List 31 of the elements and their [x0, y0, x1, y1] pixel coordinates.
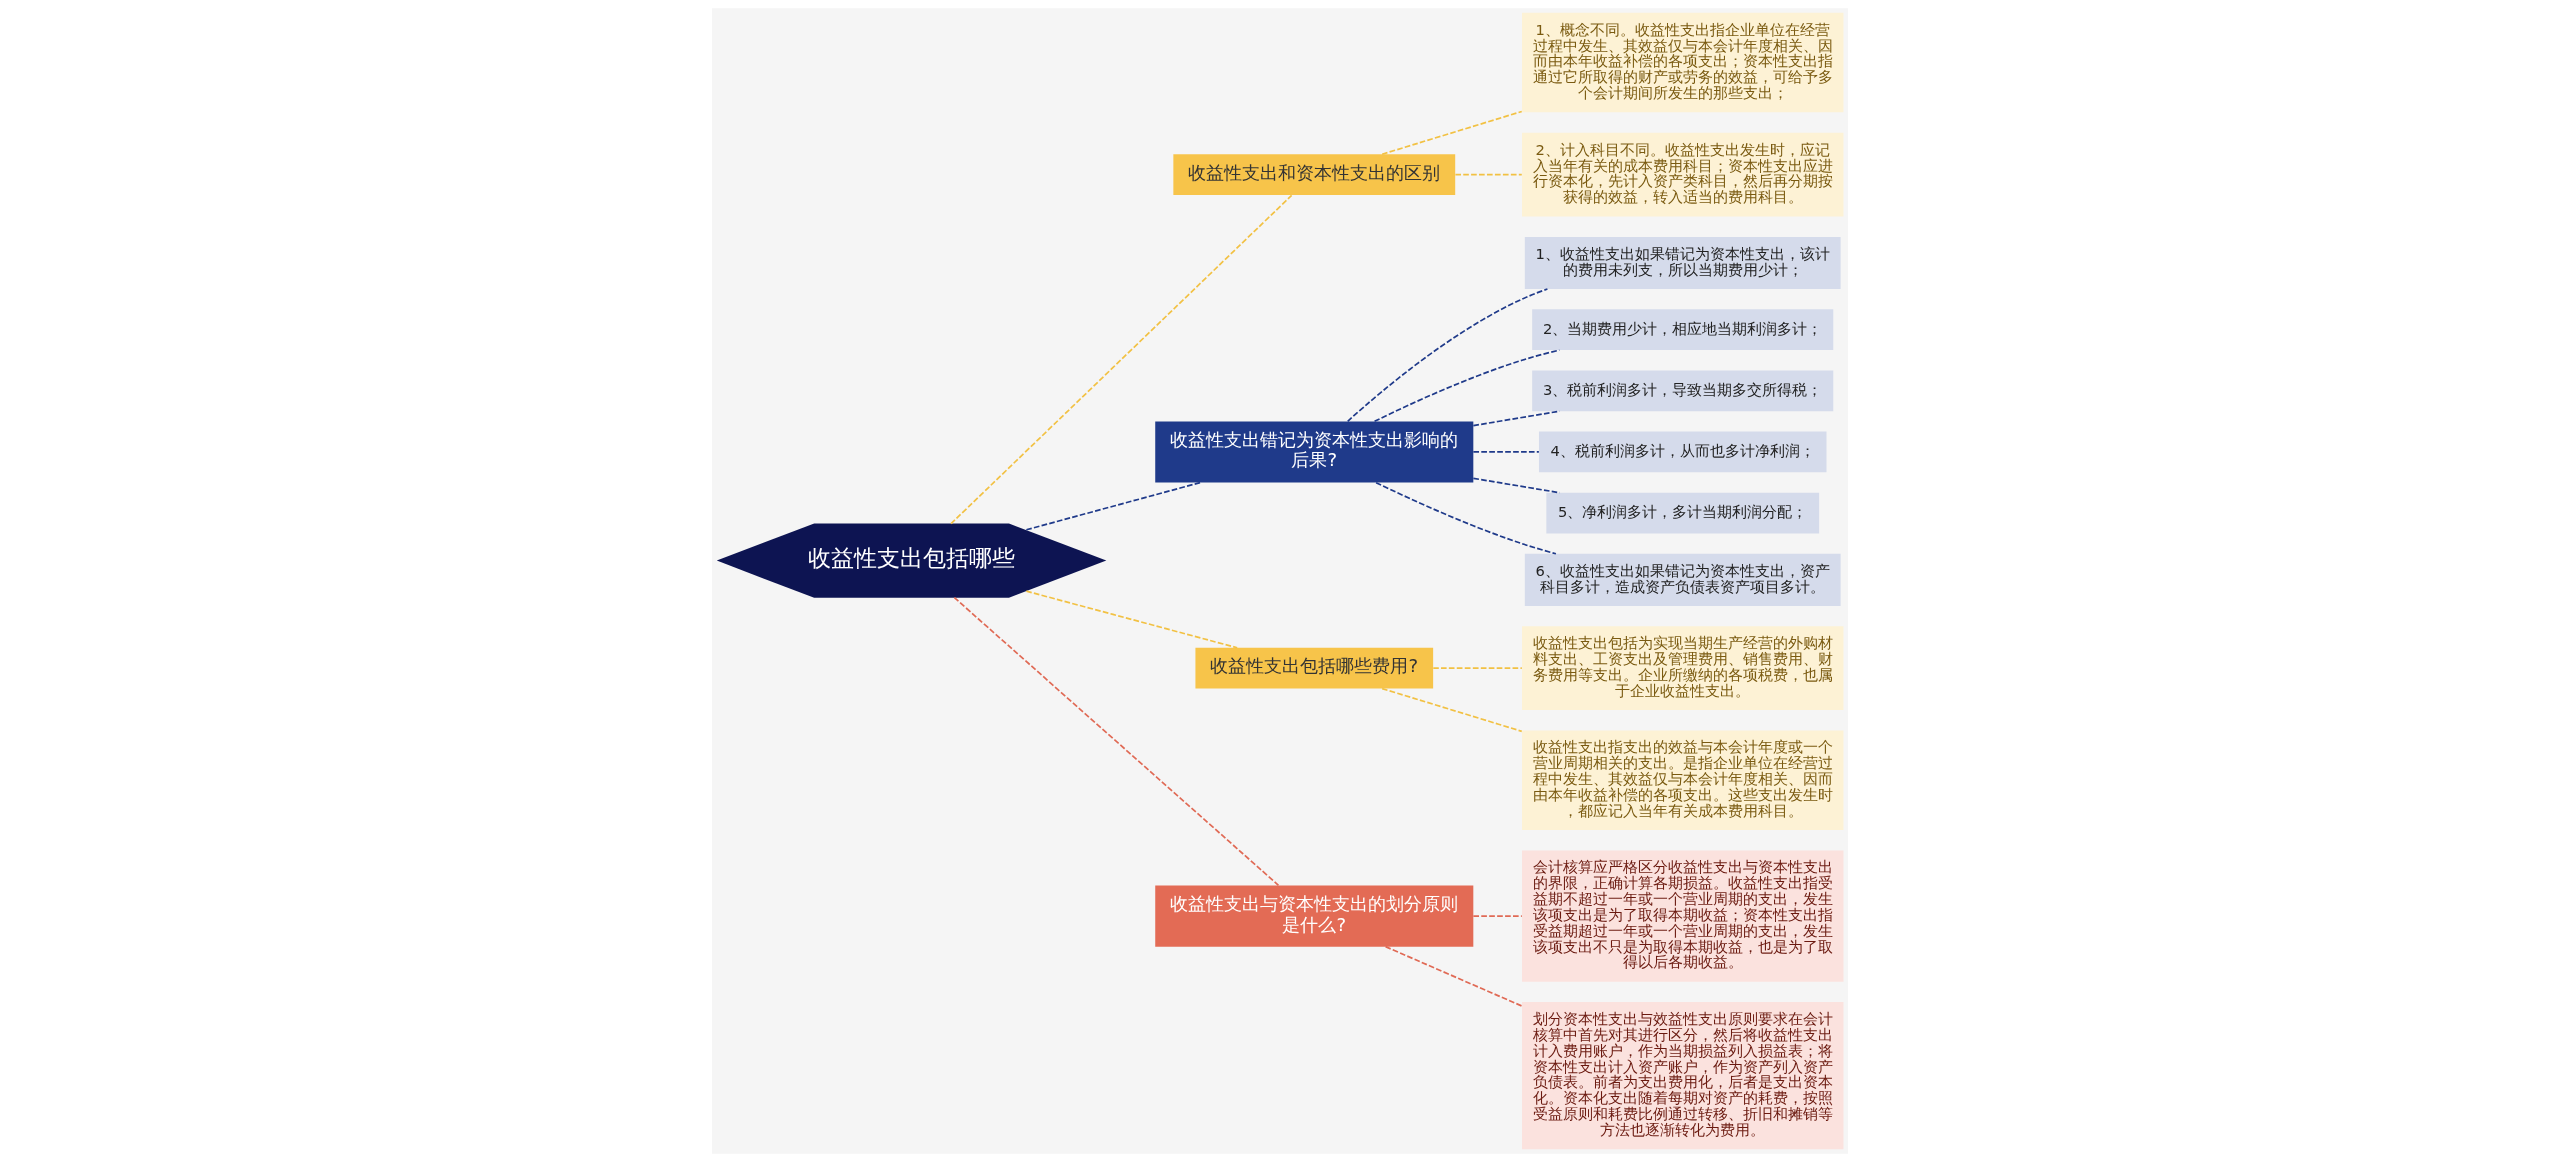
connector: [1472, 410, 1561, 427]
node-box: 收益性支出与资本性支出的划分原则是什么?: [1155, 885, 1474, 947]
node-box: 2、当期费用少计，相应地当期利润多计；: [1532, 309, 1834, 351]
node-box: 划分资本性支出与效益性支出原则要求在会计核算中首先对其进行区分，然后将收益性支出计入费用账户，作为当期损益列入损益表；将资本性支出计入资产账户，作为资产列入资产负债表。前者为支出费用化，后者是支出资本化。资本化支出随着每期对资产的耗费，按照受益原则和耗费比例通过转移、折旧和摊销等方法也逐渐转化为费用。: [1522, 1002, 1844, 1150]
connector: [1472, 451, 1540, 453]
node-box: 会计核算应严格区分收益性支出与资本性支出的界限，正确计算各期损益。收益性支出指受益期不超过一年或一个营业周期的支出，发生该项支出是为了取得本期收益；资本性支出指受益期超过一年或一个营业周期的支出，发生该项支出不只是为取得本期收益，也是为了取得以后各期收益。: [1522, 850, 1844, 982]
connector: [953, 596, 1280, 887]
node-box: 1、概念不同。收益性支出指企业单位在经营过程中发生、其效益仅与本会计年度相关、因而由本年收益补偿的各项支出；资本性支出指通过它所取得的财产或劳务的效益，可给予多个会计期间所发生的那些支出；: [1522, 12, 1844, 113]
node-box: 4、税前利润多计，从而也多计净利润；: [1538, 431, 1827, 473]
node-box: 收益性支出和资本性支出的区别: [1173, 154, 1456, 195]
node-box: 收益性支出包括为实现当期生产经营的外购材料支出、工资支出及管理费用、销售费用、财务费用等支出。企业所缴纳的各项税费，也属于企业收益性支出。: [1522, 626, 1844, 711]
node-box: 5、净利润多计，多计当期利润分配；: [1546, 492, 1820, 534]
node-box: 6、收益性支出如果错记为资本性支出，资产科目多计，造成资产负债表资产项目多计。: [1524, 553, 1841, 606]
connector: [1346, 288, 1549, 423]
node-box: 收益性支出指支出的效益与本会计年度或一个营业周期相关的支出。是指企业单位在经营过程中发生、其效益仅与本会计年度相关、因而由本年收益补偿的各项支出。这些支出发生时，都应记入当年有关成本费用科目。: [1522, 730, 1844, 831]
connector: [1472, 477, 1561, 494]
node-box: 1、收益性支出如果错记为资本性支出，该计的费用未列支，所以当期费用少计；: [1524, 236, 1841, 289]
connector: [1375, 481, 1557, 555]
connector: [1025, 481, 1202, 531]
connector: [1432, 667, 1523, 669]
node-box: 收益性支出错记为资本性支出影响的后果?: [1155, 421, 1474, 483]
connector: [950, 194, 1293, 525]
connector: [1472, 915, 1523, 917]
node-box: 2、计入科目不同。收益性支出发生时，应记入当年有关的成本费用科目；资本性支出应进行资本化，先计入资产类科目，然后再分期按获得的效益，转入适当的费用科目。: [1522, 132, 1844, 217]
connector: [1025, 590, 1239, 649]
connector: [1454, 173, 1523, 176]
node-box: 收益性支出包括哪些费用?: [1195, 647, 1434, 689]
connector: [1381, 687, 1523, 733]
connector: [1381, 110, 1523, 156]
connector: [1384, 945, 1523, 1007]
node-box: 3、税前利润多计，导致当期多交所得税；: [1532, 370, 1834, 412]
